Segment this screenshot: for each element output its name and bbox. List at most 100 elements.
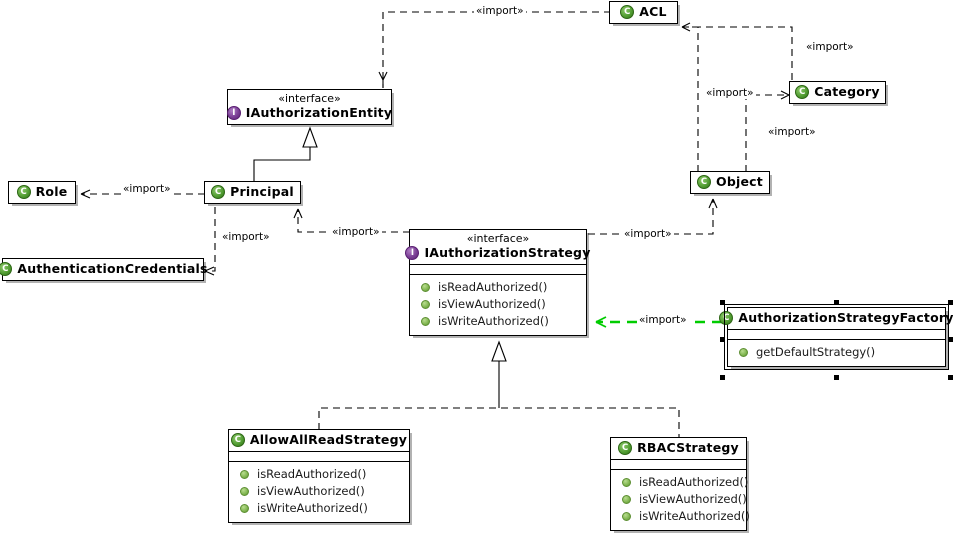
class-badge-icon: C bbox=[211, 185, 226, 199]
selection-handle-se[interactable] bbox=[948, 375, 953, 380]
selection-handle-sw[interactable] bbox=[720, 375, 725, 380]
interface-badge-icon: I bbox=[405, 246, 420, 260]
operation-row[interactable]: isReadAuthorized() bbox=[229, 466, 409, 483]
edge-object-to-acl bbox=[682, 26, 699, 172]
operation-bullet-icon bbox=[622, 495, 631, 504]
class-header: C Object bbox=[691, 172, 769, 193]
selection-handle-e[interactable] bbox=[948, 337, 953, 342]
operation-label: isReadAuthorized() bbox=[438, 280, 548, 294]
class-name: Role bbox=[35, 184, 68, 199]
operation-label: isReadAuthorized() bbox=[257, 467, 367, 481]
operation-row[interactable]: isViewAuthorized() bbox=[229, 483, 409, 500]
operation-label: isWriteAuthorized() bbox=[438, 314, 549, 328]
edge-label-strategy-principal-import: «import» bbox=[330, 226, 382, 238]
operations-compartment: isReadAuthorized() isViewAuthorized() is… bbox=[229, 462, 409, 522]
attributes-compartment bbox=[611, 460, 746, 470]
class-node-role[interactable]: C Role bbox=[8, 181, 76, 204]
selection-handle-s[interactable] bbox=[834, 375, 839, 380]
class-name: Object bbox=[716, 174, 763, 189]
edge-label-strategy-object-import: «import» bbox=[622, 228, 674, 240]
operation-row[interactable]: isWriteAuthorized() bbox=[611, 508, 750, 525]
class-name: ACL bbox=[639, 4, 667, 19]
class-node-category[interactable]: C Category bbox=[789, 81, 886, 104]
operation-bullet-icon bbox=[421, 317, 430, 326]
edge-label-principal-role-import: «import» bbox=[121, 183, 173, 195]
operation-bullet-icon bbox=[240, 470, 249, 479]
selection-handle-ne[interactable] bbox=[948, 300, 953, 305]
class-node-acl[interactable]: C ACL bbox=[609, 1, 678, 24]
class-name: Category bbox=[814, 84, 880, 99]
edge-label-object-category-import: «import» bbox=[766, 126, 818, 138]
operation-row[interactable]: isReadAuthorized() bbox=[410, 279, 586, 296]
operation-bullet-icon bbox=[240, 487, 249, 496]
class-node-principal[interactable]: C Principal bbox=[204, 181, 301, 204]
operation-label: isViewAuthorized() bbox=[639, 492, 747, 506]
edge-label-acl-import: «import» bbox=[474, 5, 526, 17]
selection-handle-n[interactable] bbox=[834, 300, 839, 305]
operation-bullet-icon bbox=[421, 300, 430, 309]
class-name: Principal bbox=[230, 184, 294, 199]
edge-principal-generalizes-iauthorizationentity bbox=[253, 126, 318, 181]
class-name: AuthenticationCredentials bbox=[17, 261, 208, 276]
class-header: C AuthenticationCredentials bbox=[0, 259, 207, 280]
attributes-compartment bbox=[410, 265, 586, 275]
class-header: C ACL bbox=[610, 2, 677, 23]
operation-row[interactable]: isReadAuthorized() bbox=[611, 474, 749, 491]
operation-label: getDefaultStrategy() bbox=[756, 345, 876, 359]
class-badge-icon: C bbox=[0, 262, 13, 276]
operation-row[interactable]: isWriteAuthorized() bbox=[410, 313, 586, 330]
operation-row[interactable]: isViewAuthorized() bbox=[410, 296, 586, 313]
class-badge-icon: C bbox=[620, 5, 635, 19]
edge-strategies-generalize-iauthorizationstrategy bbox=[318, 340, 680, 437]
class-name: IAuthorizationEntity bbox=[245, 105, 393, 120]
edge-category-to-acl bbox=[681, 22, 793, 80]
operation-label: isViewAuthorized() bbox=[257, 484, 365, 498]
class-header: «interface» I IAuthorizationStrategy bbox=[405, 230, 590, 265]
operation-label: isWriteAuthorized() bbox=[257, 501, 368, 515]
operation-bullet-icon bbox=[622, 478, 631, 487]
operation-row[interactable]: getDefaultStrategy() bbox=[728, 344, 945, 361]
edge-label-principal-credentials-import: «import» bbox=[220, 231, 272, 243]
interface-badge-icon: I bbox=[226, 106, 241, 120]
interface-node-iauthorizationentity[interactable]: «interface» I IAuthorizationEntity bbox=[226, 89, 393, 125]
class-header: C Category bbox=[790, 82, 885, 103]
class-header: C Principal bbox=[205, 182, 300, 203]
operation-bullet-icon bbox=[421, 283, 430, 292]
class-node-rbacstrategy[interactable]: C RBACStrategy isReadAuthorized() isView… bbox=[610, 437, 750, 531]
edge-acl-to-iauthorizationentity bbox=[378, 11, 611, 88]
selection-handle-nw[interactable] bbox=[720, 300, 725, 305]
class-header: C Role bbox=[9, 182, 75, 203]
attributes-compartment bbox=[229, 452, 409, 462]
class-node-authenticationcredentials[interactable]: C AuthenticationCredentials bbox=[0, 258, 207, 281]
operation-label: isWriteAuthorized() bbox=[639, 509, 750, 523]
operation-bullet-icon bbox=[739, 348, 748, 357]
class-header: C AuthorizationStrategyFactory bbox=[719, 308, 953, 330]
edge-label-object-acl-import: «import» bbox=[704, 87, 756, 99]
selection-handle-w[interactable] bbox=[720, 337, 725, 342]
class-badge-icon: C bbox=[719, 311, 734, 325]
class-name: RBACStrategy bbox=[637, 440, 739, 455]
attributes-compartment bbox=[728, 330, 945, 340]
operation-label: isReadAuthorized() bbox=[639, 475, 749, 489]
class-header: C AllowAllReadStrategy bbox=[229, 430, 409, 452]
operations-compartment: isReadAuthorized() isViewAuthorized() is… bbox=[611, 470, 750, 530]
class-name: AuthorizationStrategyFactory bbox=[738, 310, 953, 325]
operation-row[interactable]: isViewAuthorized() bbox=[611, 491, 747, 508]
operation-row[interactable]: isWriteAuthorized() bbox=[229, 500, 409, 517]
class-node-authorizationstrategyfactory[interactable]: C AuthorizationStrategyFactory getDefaul… bbox=[719, 304, 953, 370]
operation-bullet-icon bbox=[622, 512, 631, 521]
stereotype-label: «interface» bbox=[278, 92, 341, 105]
interface-node-iauthorizationstrategy[interactable]: «interface» I IAuthorizationStrategy isR… bbox=[405, 229, 590, 336]
class-node-object[interactable]: C Object bbox=[690, 171, 770, 194]
class-badge-icon: C bbox=[697, 175, 712, 189]
operations-compartment: getDefaultStrategy() bbox=[728, 340, 945, 366]
stereotype-label: «interface» bbox=[466, 232, 530, 245]
class-header: C RBACStrategy bbox=[611, 438, 746, 460]
class-badge-icon: C bbox=[618, 441, 633, 455]
operation-label: isViewAuthorized() bbox=[438, 297, 546, 311]
class-node-allowallreadstrategy[interactable]: C AllowAllReadStrategy isReadAuthorized(… bbox=[228, 429, 410, 523]
selection-handles bbox=[720, 300, 953, 380]
class-name: AllowAllReadStrategy bbox=[249, 432, 408, 447]
class-badge-icon: C bbox=[795, 85, 810, 99]
